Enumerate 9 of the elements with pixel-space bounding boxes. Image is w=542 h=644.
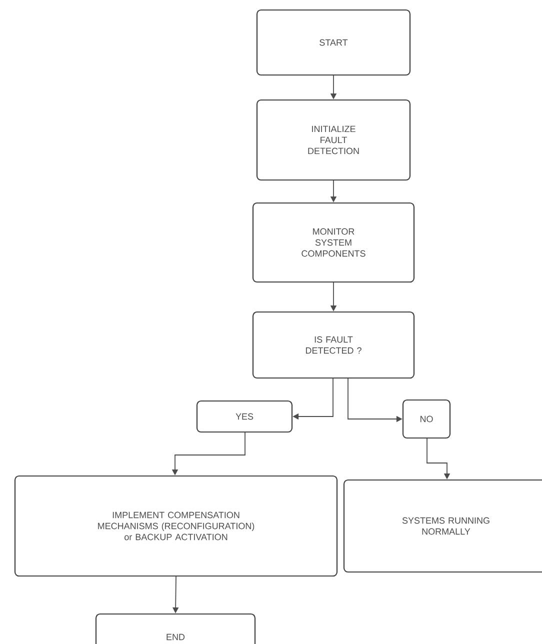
process-box: SYSTEMS RUNNING NORMALLY	[343, 479, 542, 573]
process-box: END	[95, 613, 256, 644]
process-box: YES	[196, 400, 293, 433]
process-box: START	[256, 9, 411, 76]
process-box: NO	[402, 399, 451, 439]
process-box: IMPLEMENT COMPENSATION MECHANISMS (RECONFIGURATION) or BACKUP ACTIVATION	[14, 475, 338, 577]
process-box: IS FAULT DETECTED ?	[252, 311, 415, 379]
process-box: MONITOR SYSTEM COMPONENTS	[252, 202, 415, 283]
process-box: INITIALIZE FAULT DETECTION	[256, 99, 411, 181]
